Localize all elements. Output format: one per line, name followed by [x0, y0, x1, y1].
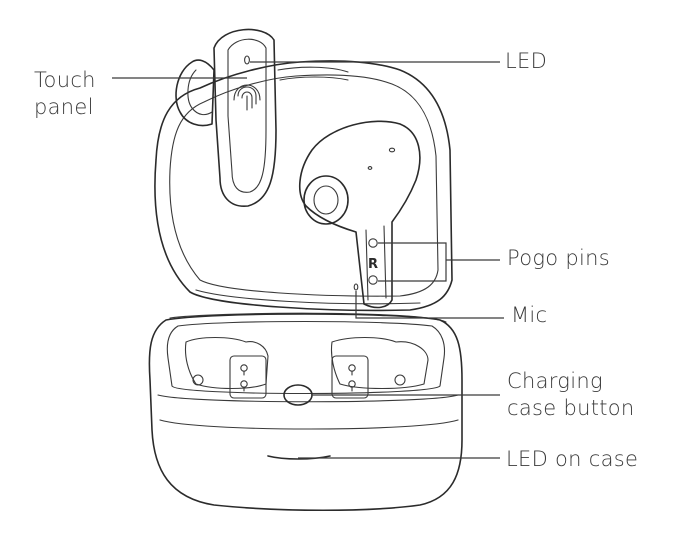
label-mic: Mic: [511, 303, 548, 327]
leader-mic: [355, 291, 504, 319]
label-touch-panel-line2: panel: [34, 95, 94, 119]
case-lid: [154, 60, 453, 312]
label-charging-line2: case button: [507, 396, 635, 420]
leader-pogo-pins: [378, 242, 447, 282]
label-charging-line1: Charging: [507, 369, 603, 393]
label-pogo-pins: Pogo pins: [507, 246, 611, 270]
right-earbud: [298, 120, 421, 309]
earbud-side-marking: R: [368, 257, 378, 272]
label-led: LED: [505, 49, 548, 73]
earbud-led: [244, 55, 250, 65]
label-touch-panel-line1: Touch: [34, 68, 96, 92]
label-led-on-case: LED on case: [506, 447, 639, 471]
case-base: [148, 313, 463, 512]
label-touch-panel: Touch panel: [34, 67, 96, 121]
pogo-pin-lower: [368, 275, 378, 285]
left-earbud: [175, 28, 349, 207]
touch-panel-icon: [233, 84, 261, 111]
mic-hole: [353, 283, 359, 291]
case-led: [267, 455, 331, 460]
pogo-pin-upper: [368, 238, 378, 248]
label-charging-case-button: Charging case button: [507, 368, 635, 422]
